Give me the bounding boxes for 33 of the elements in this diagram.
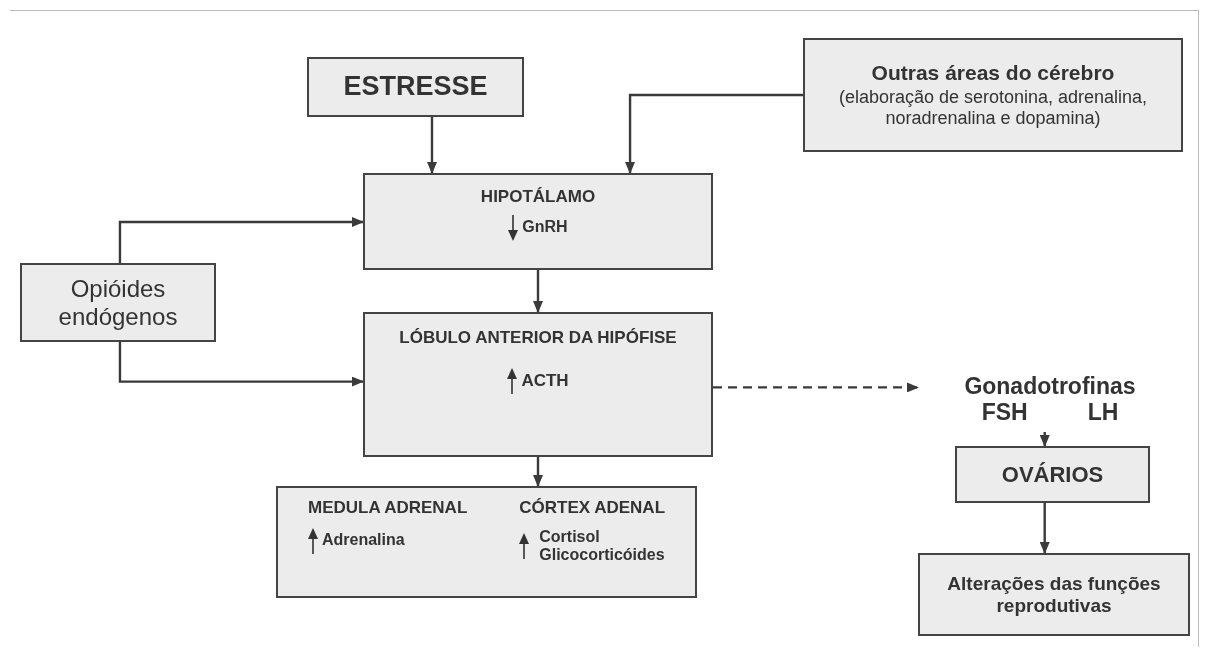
node-label: OVÁRIOS	[1001, 461, 1104, 488]
process-box	[276, 486, 697, 598]
hormone-label: FSH	[981, 399, 1028, 426]
process-box	[20, 263, 216, 342]
node-heading: Gonadotrofinas	[964, 372, 1136, 399]
node-label: Alterações das funções reprodutivas	[946, 572, 1162, 617]
arrow	[118, 217, 364, 263]
arrow	[533, 457, 543, 487]
process-box	[918, 553, 1190, 636]
node-heading: HIPOTÁLAMO	[480, 187, 596, 207]
arrow	[713, 382, 919, 393]
node-heading: LÓBULO ANTERIOR DA HIPÓFISE	[399, 328, 677, 348]
process-box	[307, 57, 524, 117]
process-box	[363, 173, 713, 270]
process-box	[955, 446, 1150, 503]
arrow	[118, 342, 364, 387]
node-heading: Outras áreas do cérebro	[871, 61, 1115, 86]
arrow	[1039, 503, 1050, 554]
arrow	[1039, 432, 1050, 447]
arrow	[533, 270, 543, 313]
process-box	[803, 38, 1183, 152]
arrow	[625, 93, 803, 174]
hormone-label: LH	[1087, 399, 1119, 426]
node-heading: CÓRTEX ADENAL	[519, 498, 665, 518]
hormone-label: ACTH	[521, 370, 569, 391]
hormone-label: Adrenalina	[322, 531, 405, 550]
hormone-label: GnRH	[522, 218, 568, 237]
node-label: Opióides endógenos	[57, 274, 179, 331]
arrow	[427, 117, 437, 174]
node-heading: MEDULA ADRENAL	[308, 498, 468, 518]
node-description: (elaboração de serotonina, adrenalina, noradrenalina e dopamina)	[837, 87, 1149, 129]
process-box	[363, 312, 713, 457]
node-label: ESTRESSE	[343, 71, 488, 103]
